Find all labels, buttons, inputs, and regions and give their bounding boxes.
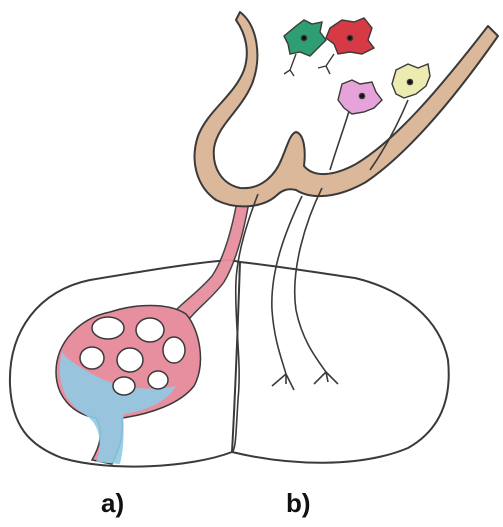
- red-neuron-process: [318, 54, 334, 74]
- red-neuron-nucleus: [347, 35, 352, 40]
- capillary-loop: [163, 337, 185, 363]
- capillary-loop: [136, 318, 164, 342]
- green-neuron-nucleus: [301, 35, 306, 40]
- panel-label-a: a): [101, 490, 124, 516]
- capillary-loop: [113, 377, 135, 395]
- neuron-cells: [284, 18, 430, 114]
- yellow-neuron-nucleus: [407, 79, 412, 84]
- panel-label-b: b): [286, 490, 311, 516]
- capillary-loop: [148, 371, 168, 389]
- capillary-loop: [80, 347, 104, 369]
- axon-line: [330, 108, 350, 170]
- capillary-loop: [92, 317, 124, 339]
- green-neuron-process: [284, 54, 296, 76]
- posterior-lobe-outline: [232, 262, 449, 463]
- pink-neuron-nucleus: [359, 93, 364, 98]
- capillary-loop: [117, 348, 143, 372]
